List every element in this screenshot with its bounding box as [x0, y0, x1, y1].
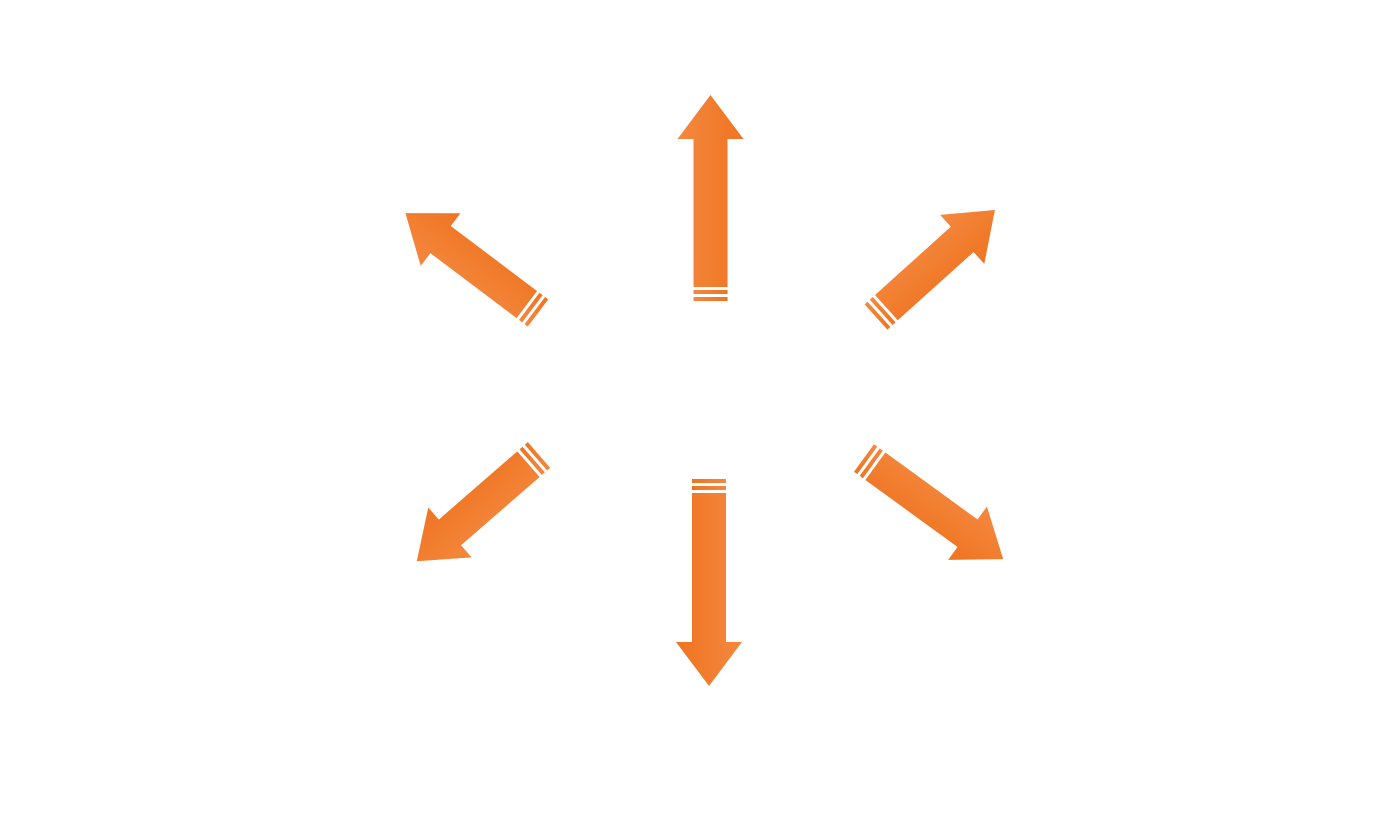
arrow-tail-stripe: [692, 479, 726, 483]
arrow-body: [405, 213, 538, 319]
arrow-body: [676, 493, 742, 686]
arrows-group: [405, 95, 1004, 686]
arrow-tail-stripe: [854, 444, 878, 475]
arrow-tail-stripe: [524, 442, 551, 471]
arrow-tail-stripe: [518, 292, 543, 323]
arrow-up-left: [405, 213, 549, 327]
arrow-up-right: [864, 209, 995, 330]
arrow-tail-stripe: [864, 301, 891, 330]
arrow-down-right: [854, 444, 1004, 560]
arrow-tail-stripe: [693, 290, 728, 294]
arrow-up: [677, 95, 744, 301]
arrow-tail-stripe: [519, 446, 545, 476]
arrow-body: [677, 95, 744, 287]
arrow-tail-stripe: [693, 297, 728, 301]
arrow-down-left: [416, 442, 551, 562]
arrow-down: [676, 479, 742, 686]
arrow-body: [865, 452, 1004, 560]
arrow-body: [875, 209, 995, 321]
arrow-tail-stripe: [524, 297, 549, 327]
arrow-tail-stripe: [859, 448, 883, 479]
arrow-tail-stripe: [692, 486, 726, 490]
arrow-body: [416, 451, 540, 562]
arrow-tail-stripe: [869, 297, 896, 325]
